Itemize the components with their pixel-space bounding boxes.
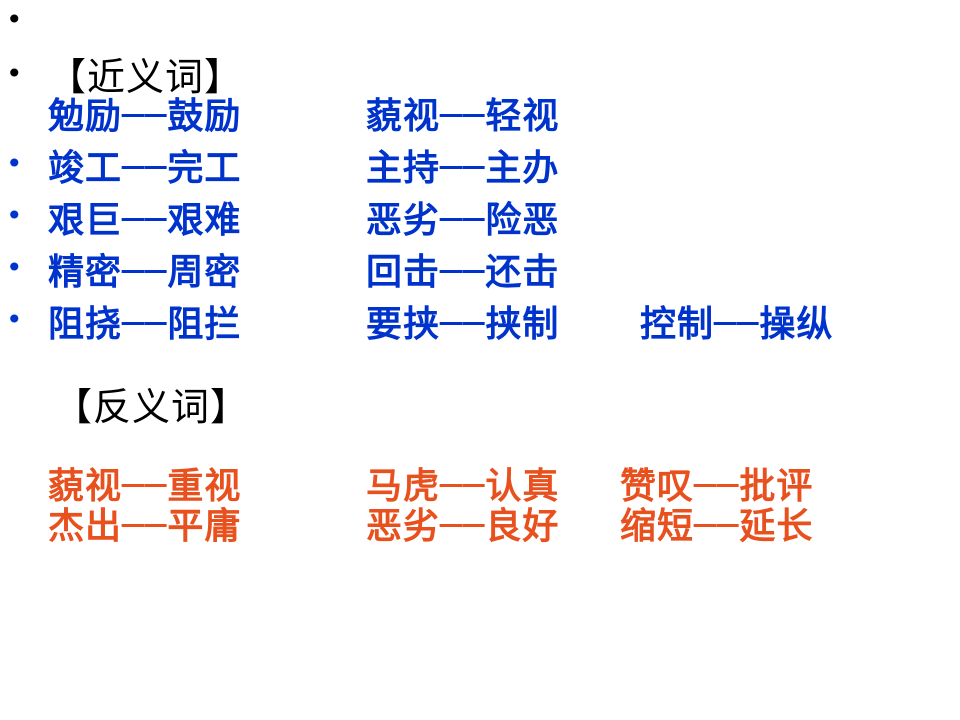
bullet-synonym-row-4: • (6, 251, 23, 284)
antonym-pair: 马虎──认真 (366, 465, 560, 507)
bullet-synonym-row-5: • (6, 303, 23, 336)
bullet-synonym-heading: • (6, 57, 23, 90)
bullet-empty: • (6, 3, 23, 36)
synonym-pair: 主持──主办 (366, 147, 560, 189)
antonym-pair: 缩短──延长 (620, 505, 814, 547)
synonym-pair: 恶劣──险恶 (366, 199, 560, 241)
antonym-heading: 【反义词】 (54, 385, 250, 429)
synonym-pair: 控制──操纵 (640, 303, 834, 345)
antonym-pair: 藐视──重视 (48, 465, 242, 507)
synonym-pair: 勉励──鼓励 (48, 95, 242, 137)
synonym-heading: 【近义词】 (48, 55, 244, 99)
synonym-pair: 精密──周密 (48, 251, 242, 293)
antonym-pair: 恶劣──良好 (366, 505, 560, 547)
synonym-pair: 回击──还击 (366, 251, 560, 293)
bullet-synonym-row-3: • (6, 199, 23, 232)
bullet-synonym-row-2: • (6, 147, 23, 180)
synonym-pair: 要挟──挟制 (366, 303, 560, 345)
synonym-pair: 藐视──轻视 (366, 95, 560, 137)
synonym-pair: 阻挠──阻拦 (48, 303, 242, 345)
synonym-pair: 竣工──完工 (48, 147, 242, 189)
synonym-pair: 艰巨──艰难 (48, 199, 242, 241)
antonym-pair: 赞叹──批评 (620, 465, 814, 507)
antonym-pair: 杰出──平庸 (48, 505, 242, 547)
